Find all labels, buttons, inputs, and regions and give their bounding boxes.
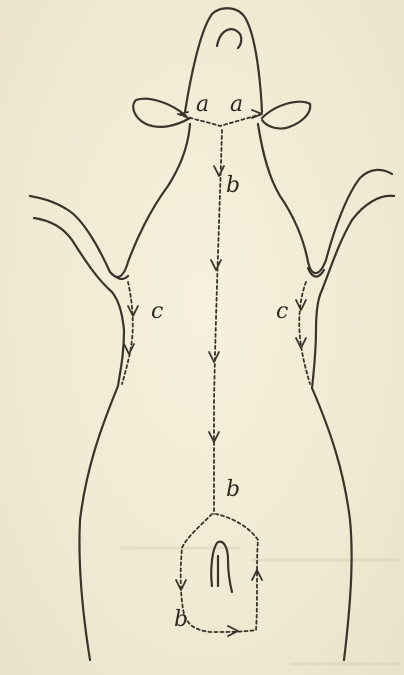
cut-a-right-arrow xyxy=(252,110,262,118)
cut-c-left-arrow-1 xyxy=(128,306,138,316)
left-side-outline xyxy=(30,124,190,277)
bleed-through-marks xyxy=(120,548,400,664)
cut-b-arrow-1 xyxy=(214,166,224,176)
right-side-outline xyxy=(258,124,392,273)
label-b-middle: b xyxy=(226,477,240,502)
cut-c-right xyxy=(299,282,310,384)
incision-paths xyxy=(122,110,310,636)
cut-c-left-arrow-2 xyxy=(124,344,134,354)
label-c-right: c xyxy=(276,299,288,324)
left-armpit-fold xyxy=(110,272,128,279)
left-arm-lower xyxy=(34,218,124,660)
cut-a-left-arrow xyxy=(180,112,188,118)
label-a-right: a xyxy=(230,92,243,117)
right-ear xyxy=(262,102,310,129)
cut-b-arrow-3 xyxy=(209,352,219,362)
label-b-top: b xyxy=(226,173,240,198)
label-b-bottom: b xyxy=(174,607,188,632)
cut-b-loop xyxy=(181,514,258,632)
label-a-left: a xyxy=(196,92,209,117)
cut-b-midline xyxy=(214,130,222,514)
label-c-left: c xyxy=(151,299,163,324)
cut-b-arrow-2 xyxy=(211,260,221,270)
snout-inner-line xyxy=(217,29,241,48)
